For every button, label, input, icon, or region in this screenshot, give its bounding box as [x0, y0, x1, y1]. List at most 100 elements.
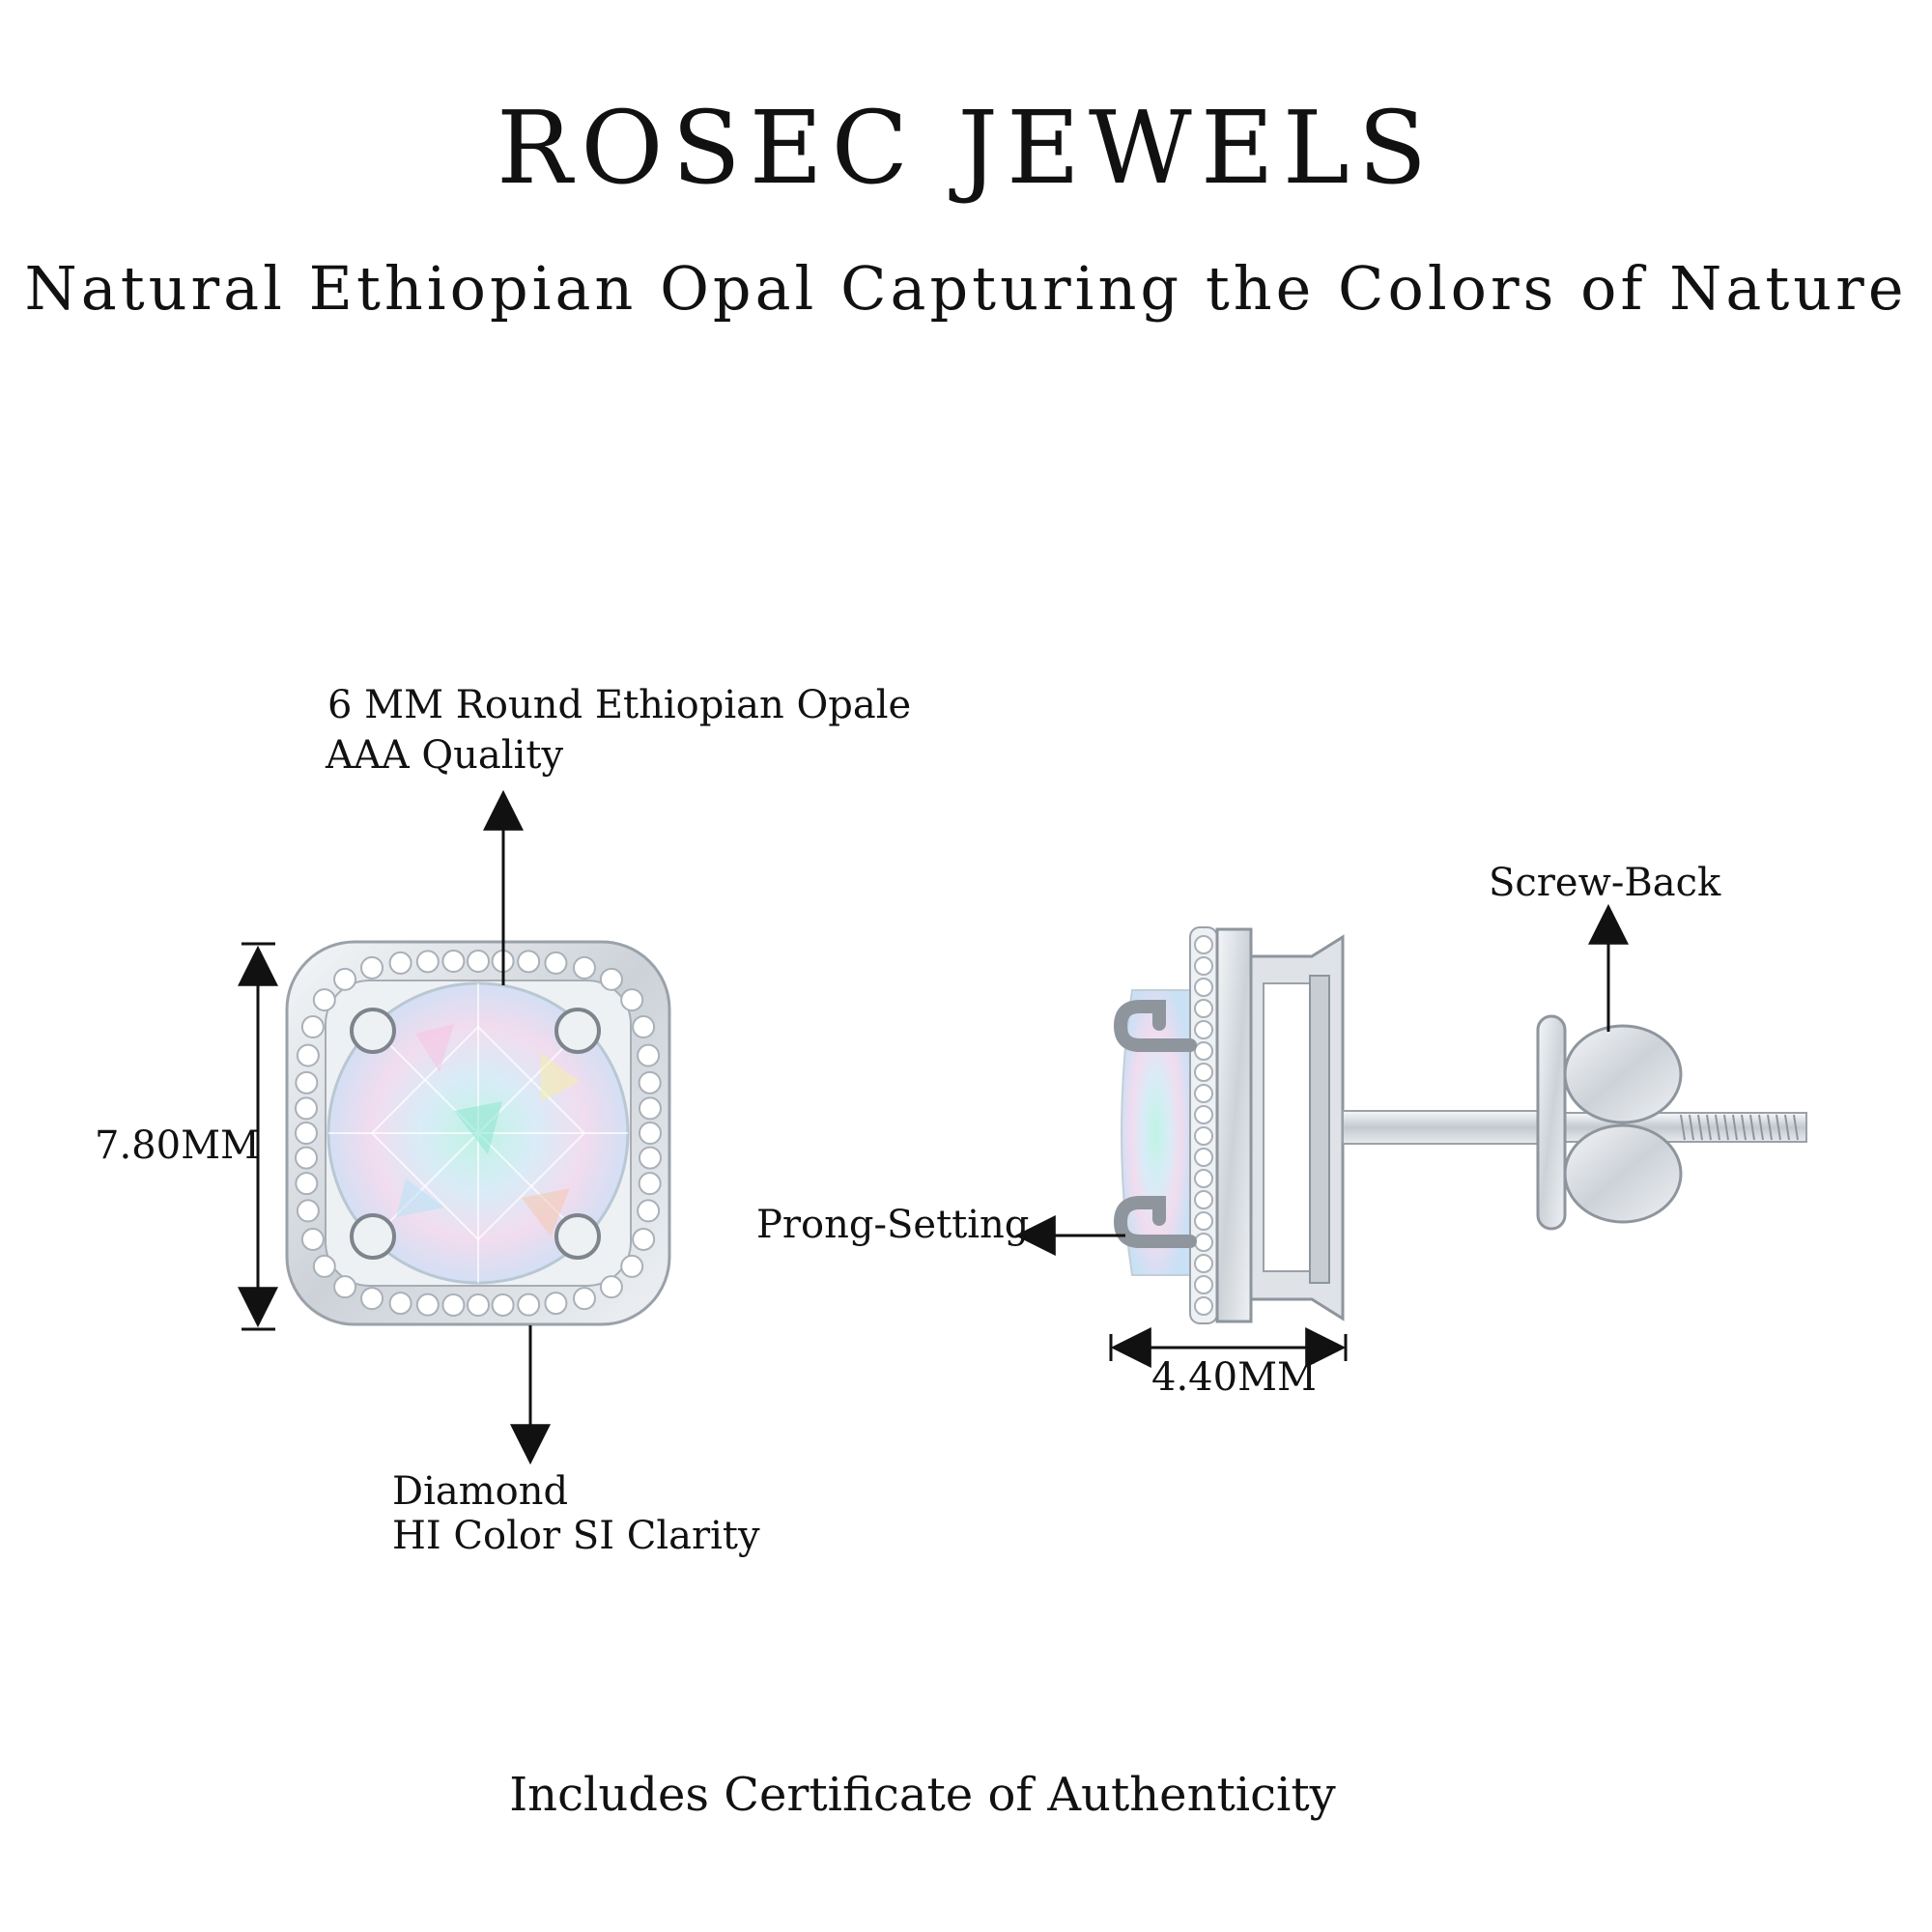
- halo-diamond: [620, 988, 644, 1012]
- post: [1342, 1110, 1566, 1145]
- halo-side-diamonds: [1194, 935, 1213, 1316]
- halo-side-diamond: [1194, 1254, 1213, 1273]
- halo-side-diamond: [1194, 1084, 1213, 1103]
- halo-diamond: [599, 967, 623, 991]
- front-view: [285, 940, 671, 1326]
- basket-rail: [1309, 975, 1330, 1284]
- diamond-label: Diamond: [392, 1469, 569, 1514]
- halo-diamond: [360, 1287, 384, 1311]
- prong-side-top: [1113, 1000, 1197, 1052]
- thread-line: [1715, 1114, 1720, 1141]
- halo-diamond: [312, 988, 336, 1012]
- halo-diamond: [296, 1043, 320, 1067]
- halo-side-diamond: [1194, 1148, 1213, 1167]
- prong-side-bottom: [1113, 1196, 1197, 1248]
- halo-diamond: [544, 951, 568, 975]
- halo-diamond: [491, 1293, 515, 1317]
- halo-diamond: [467, 950, 490, 973]
- halo-diamond: [517, 1293, 541, 1317]
- halo-side-diamond: [1194, 1105, 1213, 1124]
- basket-frame: [1215, 927, 1253, 1323]
- halo-diamond: [415, 950, 440, 974]
- halo-diamond: [620, 1254, 644, 1278]
- thread-line: [1767, 1114, 1773, 1141]
- opal-fire-patches: [396, 1024, 580, 1236]
- thread-line: [1689, 1114, 1694, 1141]
- screw-back-butterfly: [1563, 1024, 1683, 1224]
- halo-diamond: [295, 1122, 318, 1145]
- screw-back-label: Screw-Back: [1489, 861, 1721, 905]
- halo-side-diamond: [1194, 1233, 1213, 1252]
- halo-diamond: [467, 1293, 490, 1317]
- certificate-note: Includes Certificate of Authenticity: [509, 1768, 1336, 1822]
- prong-setting-label: Prong-Setting: [756, 1203, 1030, 1247]
- basket-window: [1263, 982, 1311, 1272]
- halo-side-diamond: [1194, 1211, 1213, 1231]
- annotations: [238, 789, 1629, 1465]
- halo-diamond: [441, 1293, 466, 1317]
- halo-diamond: [572, 955, 596, 980]
- halo-diamond: [300, 1227, 325, 1251]
- thread-line: [1723, 1114, 1729, 1141]
- halo-side-diamond: [1194, 1126, 1213, 1146]
- halo-side-diamond: [1194, 1063, 1213, 1082]
- halo-diamond: [638, 1070, 662, 1094]
- halo-diamond: [638, 1146, 662, 1170]
- halo-diamond: [637, 1199, 661, 1223]
- halo-diamond: [638, 1096, 662, 1121]
- halo-diamond: [415, 1293, 440, 1317]
- screw-back-disc: [1536, 1014, 1567, 1231]
- halo-side-diamond: [1194, 978, 1213, 997]
- halo-side-diamond: [1194, 1020, 1213, 1039]
- halo-diamond: [388, 1292, 412, 1316]
- halo-diamond: [632, 1015, 656, 1039]
- prongs-front: [350, 1008, 601, 1260]
- halo-diamond: [300, 1015, 325, 1039]
- halo-diamond: [517, 950, 541, 974]
- thread-line: [1758, 1114, 1764, 1141]
- prong-top-right: [554, 1008, 601, 1054]
- halo-diamond: [632, 1227, 656, 1251]
- halo-side-diamond: [1194, 956, 1213, 976]
- halo-diamond: [441, 950, 466, 974]
- halo-diamond: [295, 1096, 319, 1121]
- prong-bottom-right: [554, 1213, 601, 1260]
- halo-diamond: [333, 1275, 357, 1299]
- halo-diamond: [333, 967, 357, 991]
- halo-diamond: [599, 1275, 623, 1299]
- thread-line: [1776, 1114, 1781, 1141]
- halo-side-diamond: [1194, 999, 1213, 1018]
- halo-diamond: [388, 951, 412, 975]
- halo-side-diamond: [1194, 935, 1213, 954]
- screw-threads: [1680, 1114, 1799, 1141]
- halo-side-diamond: [1194, 1169, 1213, 1188]
- thread-line: [1749, 1114, 1755, 1141]
- halo-side-diamond: [1194, 1041, 1213, 1061]
- center-stone-label: 6 MM Round Ethiopian Opale: [327, 683, 912, 727]
- halo-diamond: [572, 1287, 596, 1311]
- thread-line: [1784, 1114, 1790, 1141]
- thread-line: [1732, 1114, 1738, 1141]
- prong-bottom-left: [350, 1213, 396, 1260]
- prong-top-left: [350, 1008, 396, 1054]
- halo-side-diamond: [1194, 1275, 1213, 1294]
- center-stone-quality-label: AAA Quality: [326, 733, 564, 778]
- halo-diamond: [544, 1292, 568, 1316]
- halo-diamond: [637, 1043, 661, 1067]
- thread-line: [1697, 1114, 1703, 1141]
- diamond-grade-label: HI Color SI Clarity: [392, 1514, 760, 1558]
- halo-diamond: [296, 1199, 320, 1223]
- thread-line: [1706, 1114, 1712, 1141]
- halo-side-diamond: [1194, 1296, 1213, 1316]
- thread-line: [1741, 1114, 1747, 1141]
- halo-diamonds: [295, 950, 662, 1317]
- thread-line: [1680, 1114, 1686, 1141]
- halo-diamond: [295, 1070, 319, 1094]
- tagline: Natural Ethiopian Opal Capturing the Col…: [24, 253, 1908, 324]
- width-dimension-label: 4.40MM: [1151, 1355, 1317, 1400]
- halo-diamond: [312, 1254, 336, 1278]
- side-opal-stone: [1121, 989, 1191, 1276]
- halo-diamond: [638, 1172, 662, 1196]
- halo-diamond: [639, 1122, 662, 1145]
